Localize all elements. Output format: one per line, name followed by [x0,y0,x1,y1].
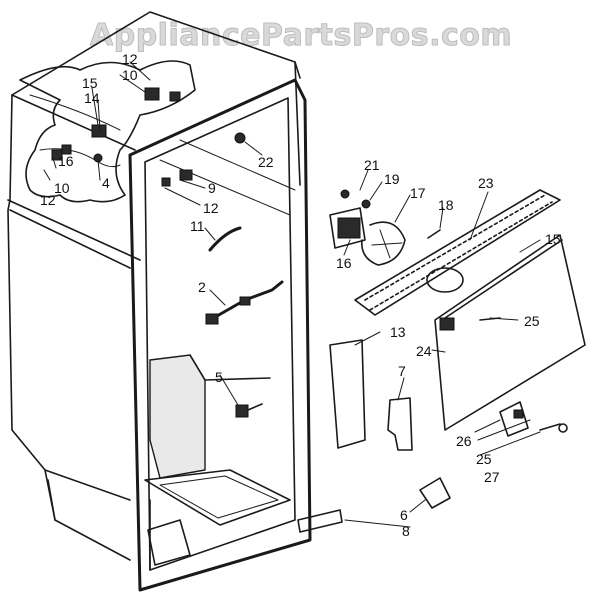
callout-c17: 17 [410,185,426,201]
callout-c6: 4 [102,175,110,191]
callout-c8: 10 [54,180,70,196]
fan-assembly [329,189,441,266]
leader-lines [43,61,541,528]
evaporator-cover [354,189,561,316]
callout-c3: 15 [82,75,98,91]
callout-c19: 23 [478,175,494,191]
rear-panel [434,234,586,431]
callout-c1: 12 [122,51,138,67]
callout-c25: 7 [398,363,406,379]
callout-c29: 6 [400,507,408,523]
callout-c24: 24 [416,343,432,359]
callout-c15: 21 [364,157,380,173]
interior-parts [205,226,284,418]
callout-c10: 9 [208,180,216,196]
callout-c26: 26 [456,433,472,449]
callout-c20: 15 [545,231,561,247]
callout-c22: 25 [524,313,540,329]
callout-c30: 8 [402,523,410,539]
callout-c12: 11 [190,218,205,234]
watermark: AppliancePartsPros.com [90,18,513,54]
callout-labels: 12 10 15 14 22 4 16 10 12 9 12 11 2 5 21… [40,51,561,539]
callout-c7: 16 [58,153,74,169]
callout-c27: 25 [476,451,492,467]
callout-c21: 16 [336,255,352,271]
callout-c11: 12 [203,200,219,216]
callout-c9: 12 [40,192,56,208]
liner-frame [128,78,312,592]
callout-c4: 14 [84,90,100,106]
callout-c18: 18 [438,197,454,213]
small-parts [297,339,568,533]
callout-c14: 5 [215,369,223,385]
callout-c16: 19 [384,171,400,187]
callout-c5: 22 [258,154,274,170]
callout-c23: 13 [390,324,406,340]
callout-c13: 2 [198,279,206,295]
callout-c28: 27 [484,469,500,485]
callout-c2: 10 [122,67,138,83]
